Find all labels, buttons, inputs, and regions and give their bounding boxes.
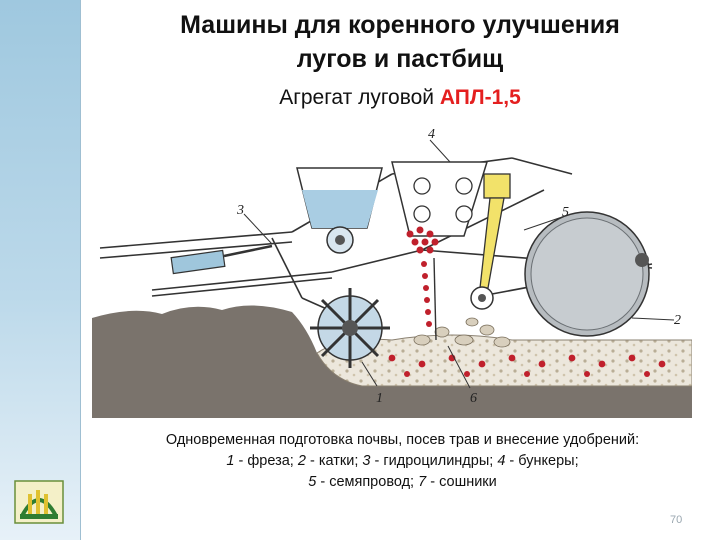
label-5: 5	[562, 205, 569, 220]
slide-title: Машины для коренного улучшения лугов и п…	[90, 8, 710, 76]
caption-line-2: 1 - фреза; 2 - катки; 3 - гидроцилиндры;…	[100, 451, 705, 472]
caption-num: 3	[362, 453, 371, 469]
caption-num: 4	[497, 453, 506, 469]
label-6: 6	[470, 391, 477, 406]
caption-num: 1	[226, 453, 235, 469]
side-divider	[80, 0, 81, 540]
hydraulic-cylinder	[170, 244, 273, 275]
caption-line-3: 5 - семяпровод; 7 - сошники	[100, 472, 705, 493]
caption-line-1: Одновременная подготовка почвы, посев тр…	[165, 432, 640, 448]
caption-num: 7	[418, 474, 427, 490]
caption-text: - катки;	[305, 453, 363, 469]
side-decor-bar	[0, 0, 80, 540]
soil-clods	[413, 317, 511, 348]
subtitle-prefix: Агрегат луговой	[279, 86, 440, 109]
title-line-2: лугов и пастбищ	[296, 45, 504, 73]
label-leaders	[243, 139, 675, 389]
subtitle-model: АПЛ-1,5	[439, 86, 521, 109]
label-3: 3	[236, 203, 244, 218]
diagram-caption: Одновременная подготовка почвы, посев тр…	[100, 430, 705, 493]
packer-roller	[524, 211, 650, 337]
label-2: 2	[674, 313, 681, 328]
institution-logo	[14, 480, 64, 524]
seed-dots-in-soil	[388, 354, 666, 377]
caption-text: - семяпровод;	[316, 474, 419, 490]
caption-text: - сошники	[426, 474, 497, 490]
seed-duct	[470, 173, 511, 310]
label-4: 4	[428, 127, 435, 142]
label-1: 1	[376, 391, 383, 406]
soil-ground	[92, 305, 692, 418]
seed-hopper-left	[296, 167, 383, 254]
fertilizer-hopper	[391, 161, 489, 254]
caption-text: - гидроцилиндры;	[370, 453, 498, 469]
slide-subtitle: Агрегат луговой АПЛ-1,5	[90, 84, 710, 112]
caption-text: - фреза;	[234, 453, 298, 469]
caption-text: - бункеры;	[505, 453, 579, 469]
page-number: 70	[670, 514, 683, 526]
rotary-cutter	[310, 288, 390, 368]
caption-num: 5	[308, 474, 317, 490]
title-line-1: Машины для коренного улучшения	[180, 11, 620, 39]
caption-num: 2	[297, 453, 306, 469]
seed-tube	[421, 261, 432, 327]
machine-diagram: 4 3 5 2 1 6	[92, 127, 692, 418]
